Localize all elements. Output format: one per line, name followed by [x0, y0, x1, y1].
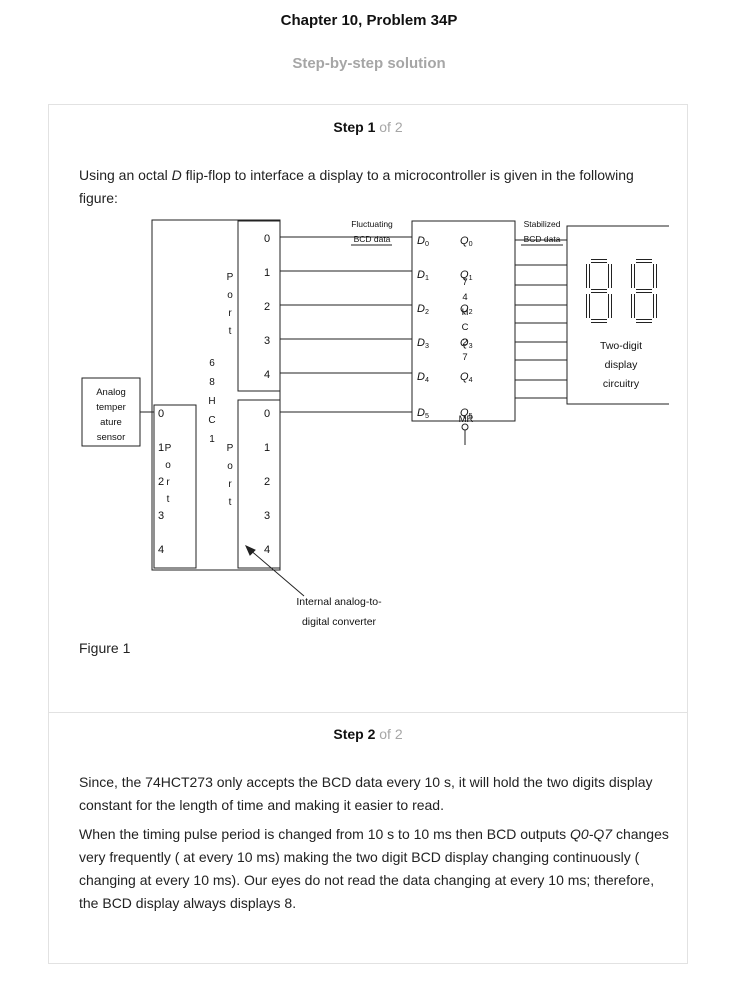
upper-port-pin-3: 3 — [264, 335, 270, 347]
figure-caption: Figure 1 — [79, 640, 131, 656]
left-port-word-char: r — [166, 477, 170, 488]
latch-label-char: H — [462, 307, 469, 318]
micro-label-char: 8 — [209, 377, 215, 388]
left-port-pin-4: 4 — [158, 544, 164, 556]
latch-input-D1: D1 — [417, 269, 429, 282]
sensor-label-line: Analog — [96, 387, 126, 398]
lower-port-word-char: t — [229, 497, 232, 508]
lower-port-pin-0: 0 — [264, 408, 270, 420]
adc-label-line-2: digital converter — [302, 616, 377, 628]
step-1-intro: Using an octal D flip-flop to interface … — [79, 164, 669, 210]
para2-text-a: When the timing pulse period is changed … — [79, 826, 571, 842]
latch-input-D4: D4 — [417, 371, 429, 384]
upper-port-pin-4: 4 — [264, 369, 270, 381]
lower-port-pin-3: 3 — [264, 510, 270, 522]
sensor-label-line: ature — [100, 417, 122, 428]
upper-port-word-char: P — [227, 272, 234, 283]
page-title: Chapter 10, Problem 34P — [280, 12, 458, 29]
intro-text-italic: D — [171, 167, 182, 183]
fluctuating-label-line-1: Fluctuating — [351, 219, 393, 229]
upper-port-pin-1: 1 — [264, 267, 270, 279]
lower-port-word-char: P — [227, 443, 234, 454]
step-1-label: Step 1 — [333, 119, 376, 135]
upper-port-pin-2: 2 — [264, 301, 270, 313]
latch-input-D5: D5 — [417, 407, 429, 420]
latch-label-char: 7 — [462, 277, 467, 288]
para2-text-b: changes very frequently ( at every 10 ms… — [79, 826, 669, 911]
upper-port-word-char: o — [227, 290, 233, 301]
lower-port-pin-2: 2 — [264, 476, 270, 488]
adc-arrowhead — [245, 545, 256, 556]
micro-label-char: H — [208, 396, 215, 407]
step-1-header: Step 1 of 2 — [49, 119, 687, 135]
display-label-line: Two-digit — [600, 340, 642, 352]
latch-input-D2: D2 — [417, 303, 429, 316]
step-2-label: Step 2 — [333, 726, 376, 742]
latch-label-char: 2 — [462, 337, 467, 348]
latch-mr-label: MR — [459, 414, 474, 425]
fluctuating-label-line-2: BCD data — [354, 234, 391, 244]
intro-text-a: Using an octal — [79, 167, 172, 183]
latch-74hct273-box — [411, 220, 516, 422]
solution-card: Step 1 of 2 Using an octal D flip-flop t… — [48, 104, 688, 964]
micro-label-char: 6 — [209, 358, 215, 369]
upper-port-word-char: t — [229, 326, 232, 337]
left-port-pin-2: 2 — [158, 476, 164, 488]
step-2-header: Step 2 of 2 — [49, 726, 687, 742]
adc-pointer-line — [248, 548, 305, 597]
micro-label-char: 1 — [209, 434, 215, 445]
latch-input-D3: D3 — [417, 337, 429, 350]
mr-inversion-bubble — [461, 423, 469, 431]
step-2-count: of 2 — [379, 726, 403, 742]
lower-port-pin-1: 1 — [264, 442, 270, 454]
step-2-para-2: When the timing pulse period is changed … — [79, 823, 669, 915]
left-port-pin-0: 0 — [158, 408, 164, 420]
lower-port-pin-4: 4 — [264, 544, 270, 556]
latch-output-Q4: Q4 — [460, 371, 473, 384]
upper-port-word-char: r — [228, 308, 232, 319]
sensor-label-line: sensor — [97, 432, 126, 443]
left-port-word-char: t — [167, 494, 170, 505]
latch-output-Q0: Q0 — [460, 235, 473, 248]
latch-label-char: 7 — [462, 352, 467, 363]
display-box — [566, 225, 669, 405]
step-divider — [49, 712, 687, 713]
adc-label-line-1: Internal analog-to- — [296, 596, 382, 608]
page-subtitle: Step-by-step solution — [292, 55, 446, 72]
stabilized-label-line-2: BCD data — [524, 234, 561, 244]
display-label-line: circuitry — [603, 378, 640, 390]
step-1-count: of 2 — [379, 119, 403, 135]
left-port-box — [153, 404, 197, 569]
microcontroller-outline — [151, 219, 281, 571]
left-port-word-char: o — [165, 460, 171, 471]
upper-port-pin-0: 0 — [264, 233, 270, 245]
left-port-word-char: P — [165, 443, 172, 454]
upper-port-box — [237, 220, 281, 392]
stabilized-label-line-1: Stabilized — [524, 219, 561, 229]
latch-input-D0: D0 — [417, 235, 429, 248]
lower-port-box — [237, 399, 281, 569]
left-port-pin-1: 1 — [158, 442, 164, 454]
latch-label-char: 4 — [462, 292, 467, 303]
sensor-label-line: temper — [96, 402, 126, 413]
lower-port-word-char: o — [227, 461, 233, 472]
left-port-pin-3: 3 — [158, 510, 164, 522]
step-2-para-1: Since, the 74HCT273 only accepts the BCD… — [79, 774, 653, 813]
intro-text-b: flip-flop to interface a display to a mi… — [79, 167, 634, 206]
micro-label-char: C — [208, 415, 215, 426]
lower-port-word-char: r — [228, 479, 232, 490]
para2-text-italic: Q0-Q7 — [570, 826, 613, 842]
display-label-line: display — [605, 359, 638, 371]
latch-label-char: C — [462, 322, 469, 333]
circuit-diagram: 012340123401234PortPortPort68HC1Analogte… — [81, 219, 669, 628]
